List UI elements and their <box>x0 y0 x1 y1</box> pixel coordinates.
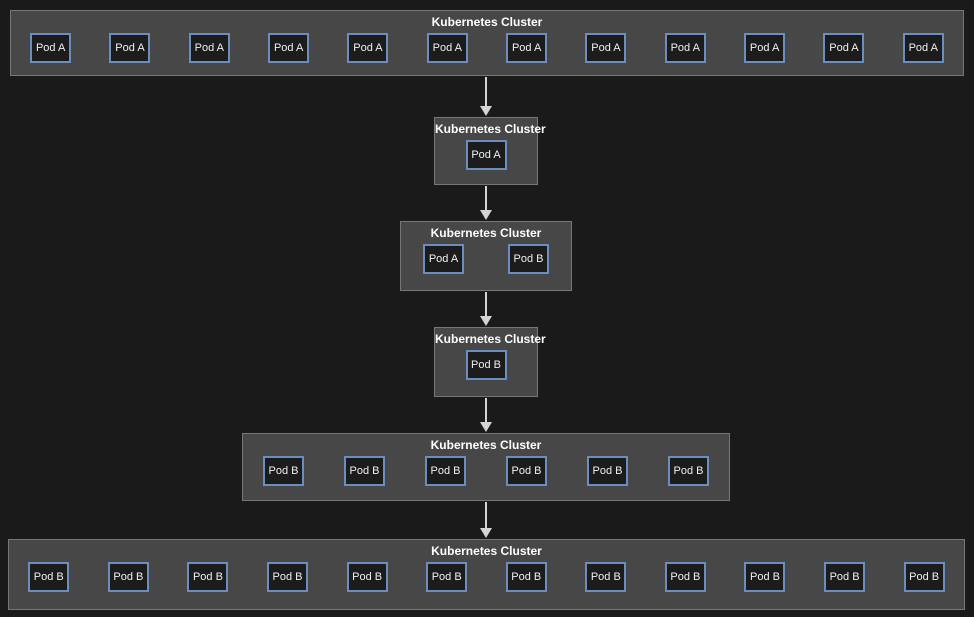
pod-box: Pod B <box>187 562 229 592</box>
pod-box: Pod A <box>426 33 468 63</box>
pod-box: Pod B <box>587 456 628 486</box>
pod-box: Pod A <box>268 33 310 63</box>
pod-box: Pod A <box>188 33 230 63</box>
cluster-box-4: Kubernetes Cluster Pod B <box>434 327 546 397</box>
pod-box: Pod B <box>465 350 507 380</box>
pod-box: Pod A <box>506 33 548 63</box>
pod-box: Pod A <box>109 33 151 63</box>
cluster-box-3: Kubernetes Cluster Pod A Pod B <box>400 221 572 291</box>
down-arrow-icon <box>480 77 492 116</box>
down-arrow-icon <box>480 502 492 538</box>
pod-box: Pod B <box>28 562 70 592</box>
pod-box: Pod B <box>425 456 466 486</box>
pod-box: Pod B <box>344 456 385 486</box>
pod-box: Pod B <box>585 562 627 592</box>
pod-box: Pod A <box>423 244 464 274</box>
pod-box: Pod B <box>508 244 549 274</box>
down-arrow-icon <box>480 292 492 326</box>
pod-box: Pod A <box>347 33 389 63</box>
cluster-title: Kubernetes Cluster <box>431 544 542 558</box>
pod-box: Pod B <box>426 562 468 592</box>
pod-box: Pod B <box>346 562 388 592</box>
pod-box: Pod B <box>107 562 149 592</box>
pod-box: Pod A <box>465 140 507 170</box>
down-arrow-icon <box>480 398 492 432</box>
pod-box: Pod B <box>505 562 547 592</box>
pod-row: Pod A <box>435 140 537 170</box>
pod-box: Pod B <box>744 562 786 592</box>
cluster-title: Kubernetes Cluster <box>431 15 543 29</box>
cluster-box-2: Kubernetes Cluster Pod A <box>434 117 546 185</box>
pod-row: Pod B <box>435 350 537 380</box>
pod-box: Pod A <box>744 33 786 63</box>
down-arrow-icon <box>480 186 492 220</box>
pod-box: Pod B <box>824 562 866 592</box>
pod-box: Pod A <box>664 33 706 63</box>
pod-box: Pod A <box>902 33 944 63</box>
pod-box: Pod B <box>903 562 945 592</box>
pod-box: Pod B <box>664 562 706 592</box>
pod-row: Pod A Pod B <box>401 244 571 274</box>
pod-row: Pod B Pod B Pod B Pod B Pod B Pod B <box>243 456 729 486</box>
cluster-title: Kubernetes Cluster <box>430 438 542 452</box>
pod-box: Pod A <box>585 33 627 63</box>
pod-box: Pod A <box>30 33 72 63</box>
pod-box: Pod B <box>267 562 309 592</box>
pod-row: Pod A Pod A Pod A Pod A Pod A Pod A Pod A Pod A… <box>11 33 963 63</box>
cluster-title: Kubernetes Cluster <box>435 122 546 136</box>
pod-box: Pod B <box>263 456 304 486</box>
pod-box: Pod B <box>668 456 709 486</box>
cluster-title: Kubernetes Cluster <box>430 226 542 240</box>
cluster-title: Kubernetes Cluster <box>435 332 546 346</box>
pod-box: Pod B <box>506 456 547 486</box>
pod-row: Pod B Pod B Pod B Pod B Pod B Pod B Pod B Pod B… <box>9 562 964 592</box>
pod-box: Pod A <box>823 33 865 63</box>
